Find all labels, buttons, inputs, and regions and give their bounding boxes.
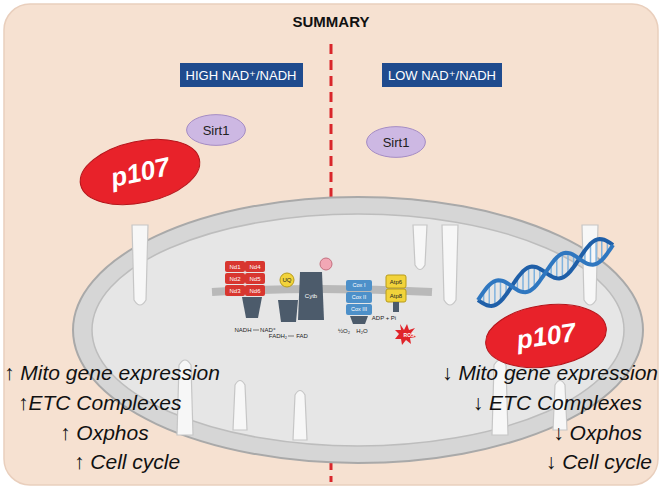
effect-text: ↓ Oxphos (553, 422, 642, 443)
etc-label: FADH₂ (269, 333, 287, 339)
etc-label: ADP + Pi (372, 315, 396, 321)
mitochondrion (73, 197, 643, 463)
condition-box: LOW NAD⁺/NADH (382, 63, 502, 87)
title: SUMMARY (0, 13, 662, 30)
sirt1-protein: Sirt1 (366, 126, 426, 158)
dna-helix (478, 239, 613, 306)
node-text: Sirt1 (203, 123, 230, 138)
etc-label: Cox III (351, 307, 367, 313)
effect-text: ↑ Oxphos (60, 422, 149, 443)
etc-label: Nd1 (229, 264, 240, 270)
etc-label: Atp6 (390, 279, 402, 285)
sirt1-protein: Sirt1 (186, 114, 246, 146)
node-text: Sirt1 (383, 135, 410, 150)
etc-label: FAD (296, 333, 308, 339)
etc-label: ½O₂ (338, 328, 350, 334)
effect-text: ↓ Cell cycle (546, 451, 652, 472)
etc-label: NADH (234, 327, 251, 333)
etc-label: NAD⁺ (260, 327, 276, 333)
etc-label: Nd3 (229, 288, 240, 294)
etc-label: Cox II (352, 295, 366, 301)
effect-text: ↑ETC Complexes (18, 392, 181, 413)
background-panel (4, 4, 658, 485)
condition-box: HIGH NAD⁺/NADH (180, 63, 303, 87)
electron-transport-chain (212, 258, 432, 345)
etc-label: H₂O (356, 328, 367, 334)
etc-label: Nd5 (249, 276, 260, 282)
effect-text: ↓ Mito gene expression (442, 362, 658, 383)
etc-label: Cox I (353, 283, 366, 289)
etc-label: Atp8 (390, 293, 402, 299)
node-text: HIGH NAD⁺/NADH (186, 68, 297, 83)
etc-label: Nd6 (249, 288, 260, 294)
etc-label: Cytb (305, 293, 317, 299)
etc-label: Nd4 (249, 264, 260, 270)
effect-text: ↓ ETC Complexes (473, 392, 642, 413)
etc-label: Nd2 (229, 276, 240, 282)
effect-text: ↑ Cell cycle (74, 451, 180, 472)
effect-text: ↑ Mito gene expression (4, 362, 220, 383)
etc-label: ROS (404, 333, 415, 338)
etc-label: UQ (283, 277, 292, 283)
node-text: LOW NAD⁺/NADH (388, 68, 496, 83)
